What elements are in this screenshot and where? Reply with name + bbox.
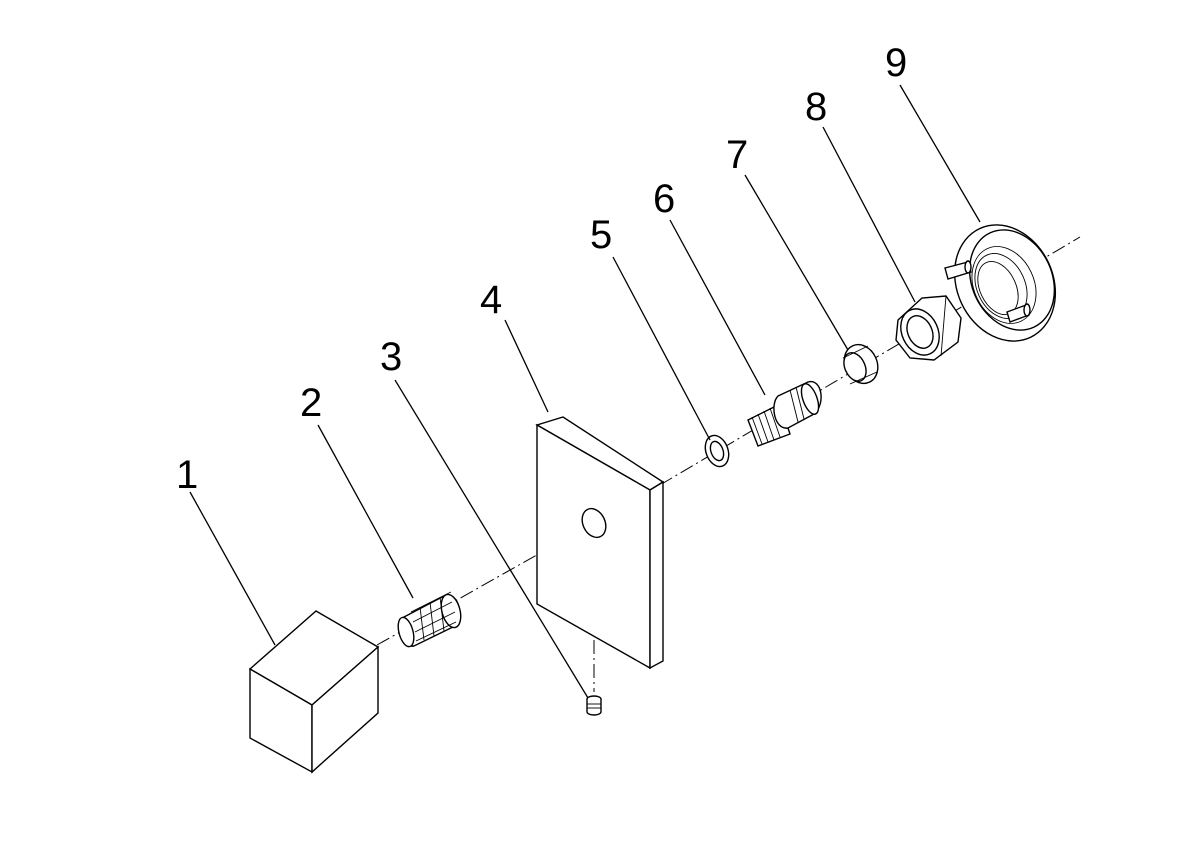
part-5-washer <box>704 434 730 468</box>
callout-5: 5 <box>590 213 612 257</box>
callout-8: 8 <box>805 85 827 129</box>
part-6-cartridge <box>747 381 822 447</box>
callout-1: 1 <box>176 453 198 497</box>
callout-2: 2 <box>300 381 322 425</box>
part-8-nut <box>895 295 962 361</box>
callout-4: 4 <box>480 278 502 322</box>
part-2-spline-adapter <box>397 591 462 648</box>
part-3-set-screw <box>586 695 602 716</box>
part-4-cover-plate <box>535 416 665 670</box>
part-1-handle-cube <box>248 610 380 774</box>
callout-9: 9 <box>885 41 907 85</box>
callout-7: 7 <box>726 133 748 177</box>
callout-numbers: 1 2 3 4 5 6 7 8 9 <box>176 41 907 497</box>
callout-3: 3 <box>380 335 402 379</box>
callout-6: 6 <box>653 177 675 221</box>
part-7-ring <box>842 343 879 385</box>
leader-lines <box>189 84 981 699</box>
part-9-mounting-flange <box>944 224 1057 342</box>
